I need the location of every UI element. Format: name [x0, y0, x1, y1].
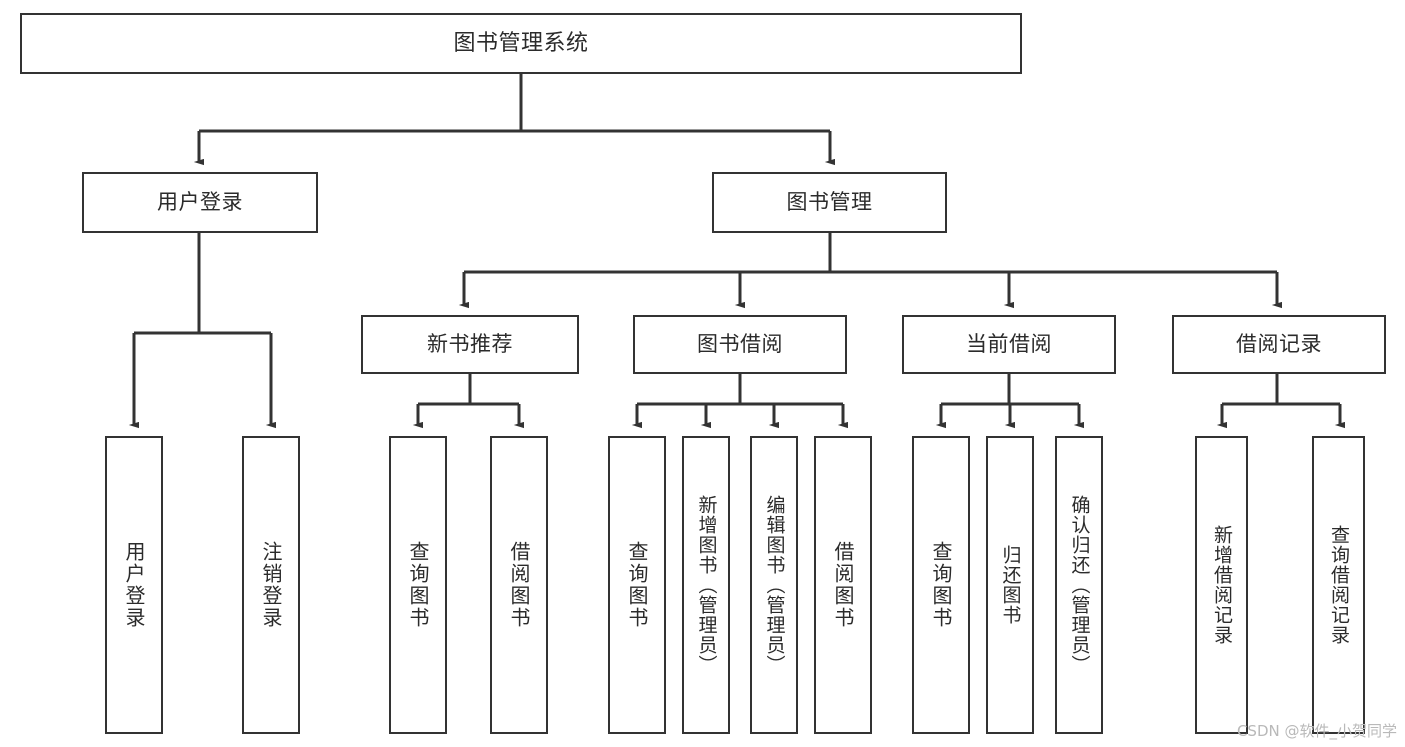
- node-label: 图书管理: [786, 190, 873, 215]
- node-book-borrow[interactable]: 图书借阅: [633, 315, 847, 374]
- leaf-confirm-return-admin[interactable]: 确认归还（管理员）: [1055, 436, 1103, 734]
- node-label: 新增图书（管理员）: [695, 495, 718, 675]
- node-label: 借阅图书: [831, 541, 855, 629]
- node-label: 编辑图书（管理员）: [763, 495, 786, 675]
- node-label: 查询图书: [625, 541, 649, 629]
- node-label: 新书推荐: [427, 332, 513, 357]
- node-label: 查询图书: [929, 541, 953, 629]
- node-label: 借阅图书: [507, 541, 531, 629]
- edges-bookborrow-to-leaves: [631, 374, 849, 429]
- leaf-query-book-new-recommend[interactable]: 查询图书: [389, 436, 447, 734]
- leaf-logout-login[interactable]: 注销登录: [242, 436, 300, 734]
- node-label: 借阅记录: [1236, 332, 1322, 357]
- node-borrow-record[interactable]: 借阅记录: [1172, 315, 1386, 374]
- node-book-management[interactable]: 图书管理: [712, 172, 947, 233]
- node-root-book-management-system[interactable]: 图书管理系统: [20, 13, 1022, 74]
- edges-userlogin-to-leaves: [128, 232, 277, 429]
- node-label: 新增借阅记录: [1211, 525, 1233, 645]
- node-label: 注销登录: [259, 541, 283, 629]
- leaf-query-book-borrow[interactable]: 查询图书: [608, 436, 666, 734]
- edges-root-to-level1: [193, 74, 836, 166]
- leaf-edit-book-admin[interactable]: 编辑图书（管理员）: [750, 436, 798, 734]
- node-label: 查询图书: [406, 541, 430, 629]
- edges-currentborrow-to-leaves: [935, 374, 1085, 429]
- leaf-user-login[interactable]: 用户登录: [105, 436, 163, 734]
- node-new-book-recommend[interactable]: 新书推荐: [361, 315, 579, 374]
- node-label: 用户登录: [122, 541, 146, 629]
- node-label: 用户登录: [157, 190, 243, 215]
- leaf-add-book-admin[interactable]: 新增图书（管理员）: [682, 436, 730, 734]
- node-label: 图书管理系统: [453, 30, 589, 56]
- edges-borrowrecord-to-leaves: [1216, 374, 1346, 429]
- node-label: 查询借阅记录: [1328, 525, 1350, 645]
- leaf-borrow-book-new-recommend[interactable]: 借阅图书: [490, 436, 548, 734]
- leaf-return-book[interactable]: 归还图书: [986, 436, 1034, 734]
- node-current-borrow[interactable]: 当前借阅: [902, 315, 1116, 374]
- node-label: 归还图书: [999, 545, 1022, 625]
- leaf-add-borrow-record[interactable]: 新增借阅记录: [1195, 436, 1248, 734]
- edges-newbook-to-leaves: [412, 374, 525, 429]
- leaf-borrow-book-borrow[interactable]: 借阅图书: [814, 436, 872, 734]
- node-label: 确认归还（管理员）: [1068, 495, 1091, 675]
- leaf-query-book-current[interactable]: 查询图书: [912, 436, 970, 734]
- csdn-watermark: CSDN @软件_小贺同学: [1236, 722, 1397, 740]
- node-user-login[interactable]: 用户登录: [82, 172, 318, 233]
- leaf-query-borrow-record[interactable]: 查询借阅记录: [1312, 436, 1365, 734]
- edges-bookmanage-to-level2: [458, 233, 1283, 309]
- node-label: 图书借阅: [697, 332, 783, 357]
- node-label: 当前借阅: [966, 332, 1052, 357]
